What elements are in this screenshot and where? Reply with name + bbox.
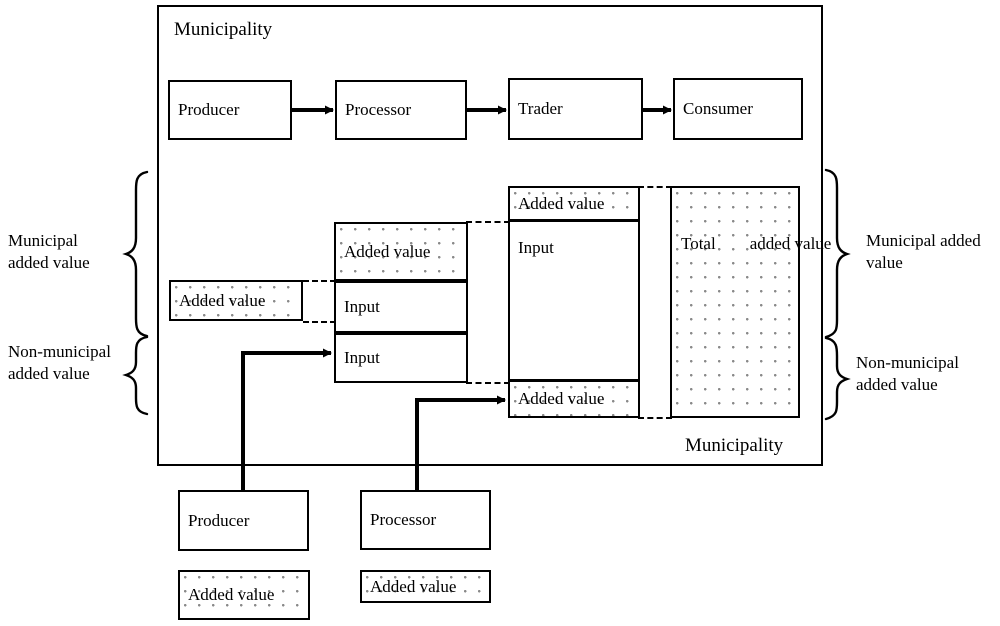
- trader-added-value-box-top[interactable]: Added value: [508, 186, 640, 221]
- producer-added-value-box[interactable]: Added value: [169, 280, 303, 321]
- processor-added-value-box[interactable]: Added value: [334, 222, 468, 281]
- chain-node-producer[interactable]: Producer: [168, 80, 292, 140]
- left-bracket-label-non-municipal-text: Non-municipal added value: [8, 342, 111, 383]
- municipality-label-bottom: Municipality: [685, 435, 784, 456]
- total-added-value-box[interactable]: Total added value: [670, 186, 831, 418]
- chain-node-processor-label: Processor: [345, 100, 412, 119]
- external-processor-label: Processor: [370, 510, 437, 529]
- dash-processor-to-trader-top: [466, 221, 510, 223]
- trader-added-value-label-top: Added value: [518, 193, 605, 213]
- external-producer-added-value-label: Added value: [188, 585, 275, 604]
- trader-input-label: Input: [518, 238, 554, 257]
- dash-processor-to-trader-bottom: [466, 382, 510, 384]
- external-processor-added-value-box[interactable]: Added value: [360, 570, 491, 603]
- external-producer-added-value-box[interactable]: Added value: [178, 570, 310, 620]
- processor-input-box-1[interactable]: Input: [334, 281, 468, 333]
- chain-node-consumer-label: Consumer: [683, 99, 753, 118]
- dash-trader-to-total-bottom: [638, 417, 672, 419]
- external-processor-added-value-label: Added value: [370, 576, 457, 596]
- municipality-label-top: Municipality: [174, 19, 273, 40]
- right-bracket-label-municipal: Municipal added value: [866, 230, 981, 274]
- left-bracket-label-municipal: Municipal added value: [8, 230, 90, 274]
- external-processor-box[interactable]: Processor: [360, 490, 491, 550]
- trader-added-value-box-bottom[interactable]: Added value: [508, 380, 640, 418]
- dash-producer-to-processor-bottom: [303, 321, 336, 323]
- processor-input-box-2[interactable]: Input: [334, 333, 468, 383]
- external-producer-box[interactable]: Producer: [178, 490, 309, 551]
- left-brace-non-municipal: [122, 335, 149, 416]
- left-brace-municipal: [122, 170, 149, 338]
- right-brace-non-municipal: [824, 336, 851, 421]
- processor-added-value-label: Added value: [344, 241, 431, 261]
- chain-node-producer-label: Producer: [178, 100, 240, 119]
- processor-input-label-2: Input: [344, 348, 380, 367]
- right-bracket-label-municipal-text: Municipal added value: [866, 231, 981, 272]
- chain-node-trader-label: Trader: [518, 99, 563, 118]
- external-producer-label: Producer: [188, 510, 250, 530]
- chain-node-processor[interactable]: Processor: [335, 80, 467, 140]
- trader-added-value-label-bottom: Added value: [518, 389, 605, 408]
- dash-trader-to-total-top: [638, 186, 672, 188]
- right-bracket-label-non-municipal-text: Non-municipal added value: [856, 353, 959, 394]
- left-bracket-label-municipal-text: Municipal added value: [8, 231, 90, 272]
- processor-input-label-1: Input: [344, 297, 380, 316]
- left-bracket-label-non-municipal: Non-municipal added value: [8, 341, 111, 385]
- dash-producer-to-processor-top: [303, 280, 336, 282]
- total-added-value-label: Total added value: [681, 234, 832, 253]
- chain-node-trader[interactable]: Trader: [508, 78, 643, 140]
- chain-node-consumer[interactable]: Consumer: [673, 78, 803, 140]
- producer-added-value-label: Added value: [179, 290, 266, 310]
- trader-input-box[interactable]: Input: [508, 220, 640, 381]
- right-bracket-label-non-municipal: Non-municipal added value: [856, 352, 959, 396]
